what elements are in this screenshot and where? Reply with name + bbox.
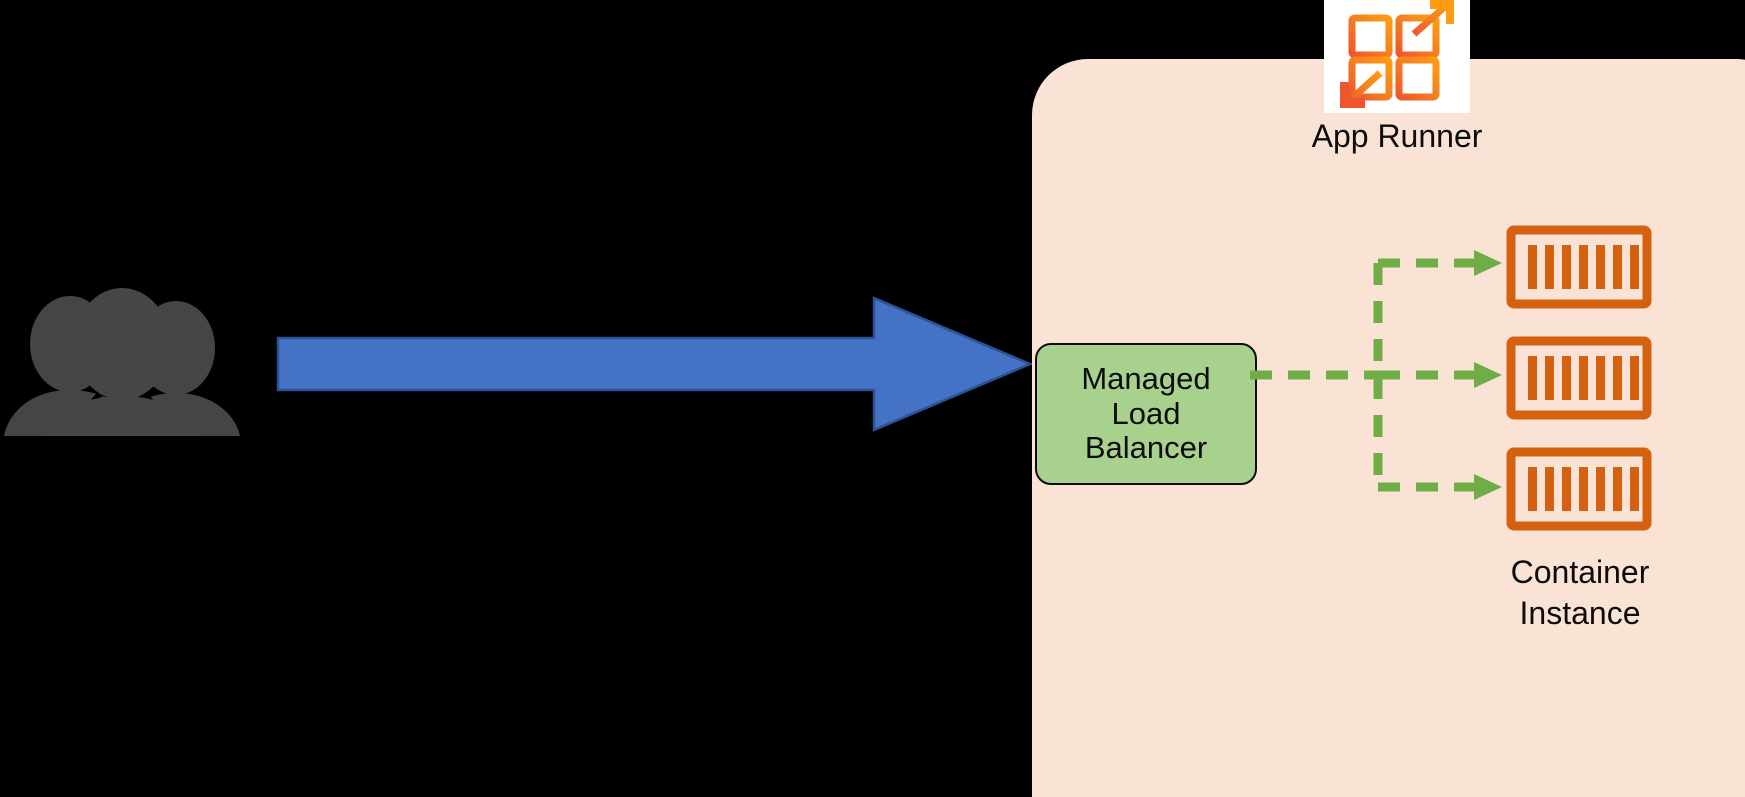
managed-load-balancer-node[interactable]: Managed Load Balancer <box>1035 343 1257 485</box>
container-instance-label: Container Instance <box>1400 552 1745 634</box>
container-instance-1[interactable] <box>1506 225 1652 309</box>
app-runner-icon-tile <box>1324 0 1470 113</box>
user-request-arrow <box>276 296 1034 432</box>
load-balancer-to-containers-connectors <box>1250 230 1540 570</box>
container-instance-2[interactable] <box>1506 336 1652 420</box>
app-runner-label: App Runner <box>1311 118 1483 154</box>
connector-arrowhead-1 <box>1474 250 1502 276</box>
users-group-icon <box>0 286 240 436</box>
lb-label-line-3: Balancer <box>1084 430 1208 466</box>
lb-label-line-2: Load <box>1111 395 1181 431</box>
container-label-line-1: Container <box>1510 554 1650 590</box>
connector-arrowhead-3 <box>1474 474 1502 500</box>
lb-label-line-1: Managed <box>1081 360 1211 396</box>
container-instance-3[interactable] <box>1506 447 1652 531</box>
connector-arrowhead-2 <box>1474 362 1502 388</box>
container-label-line-2: Instance <box>1519 594 1641 631</box>
